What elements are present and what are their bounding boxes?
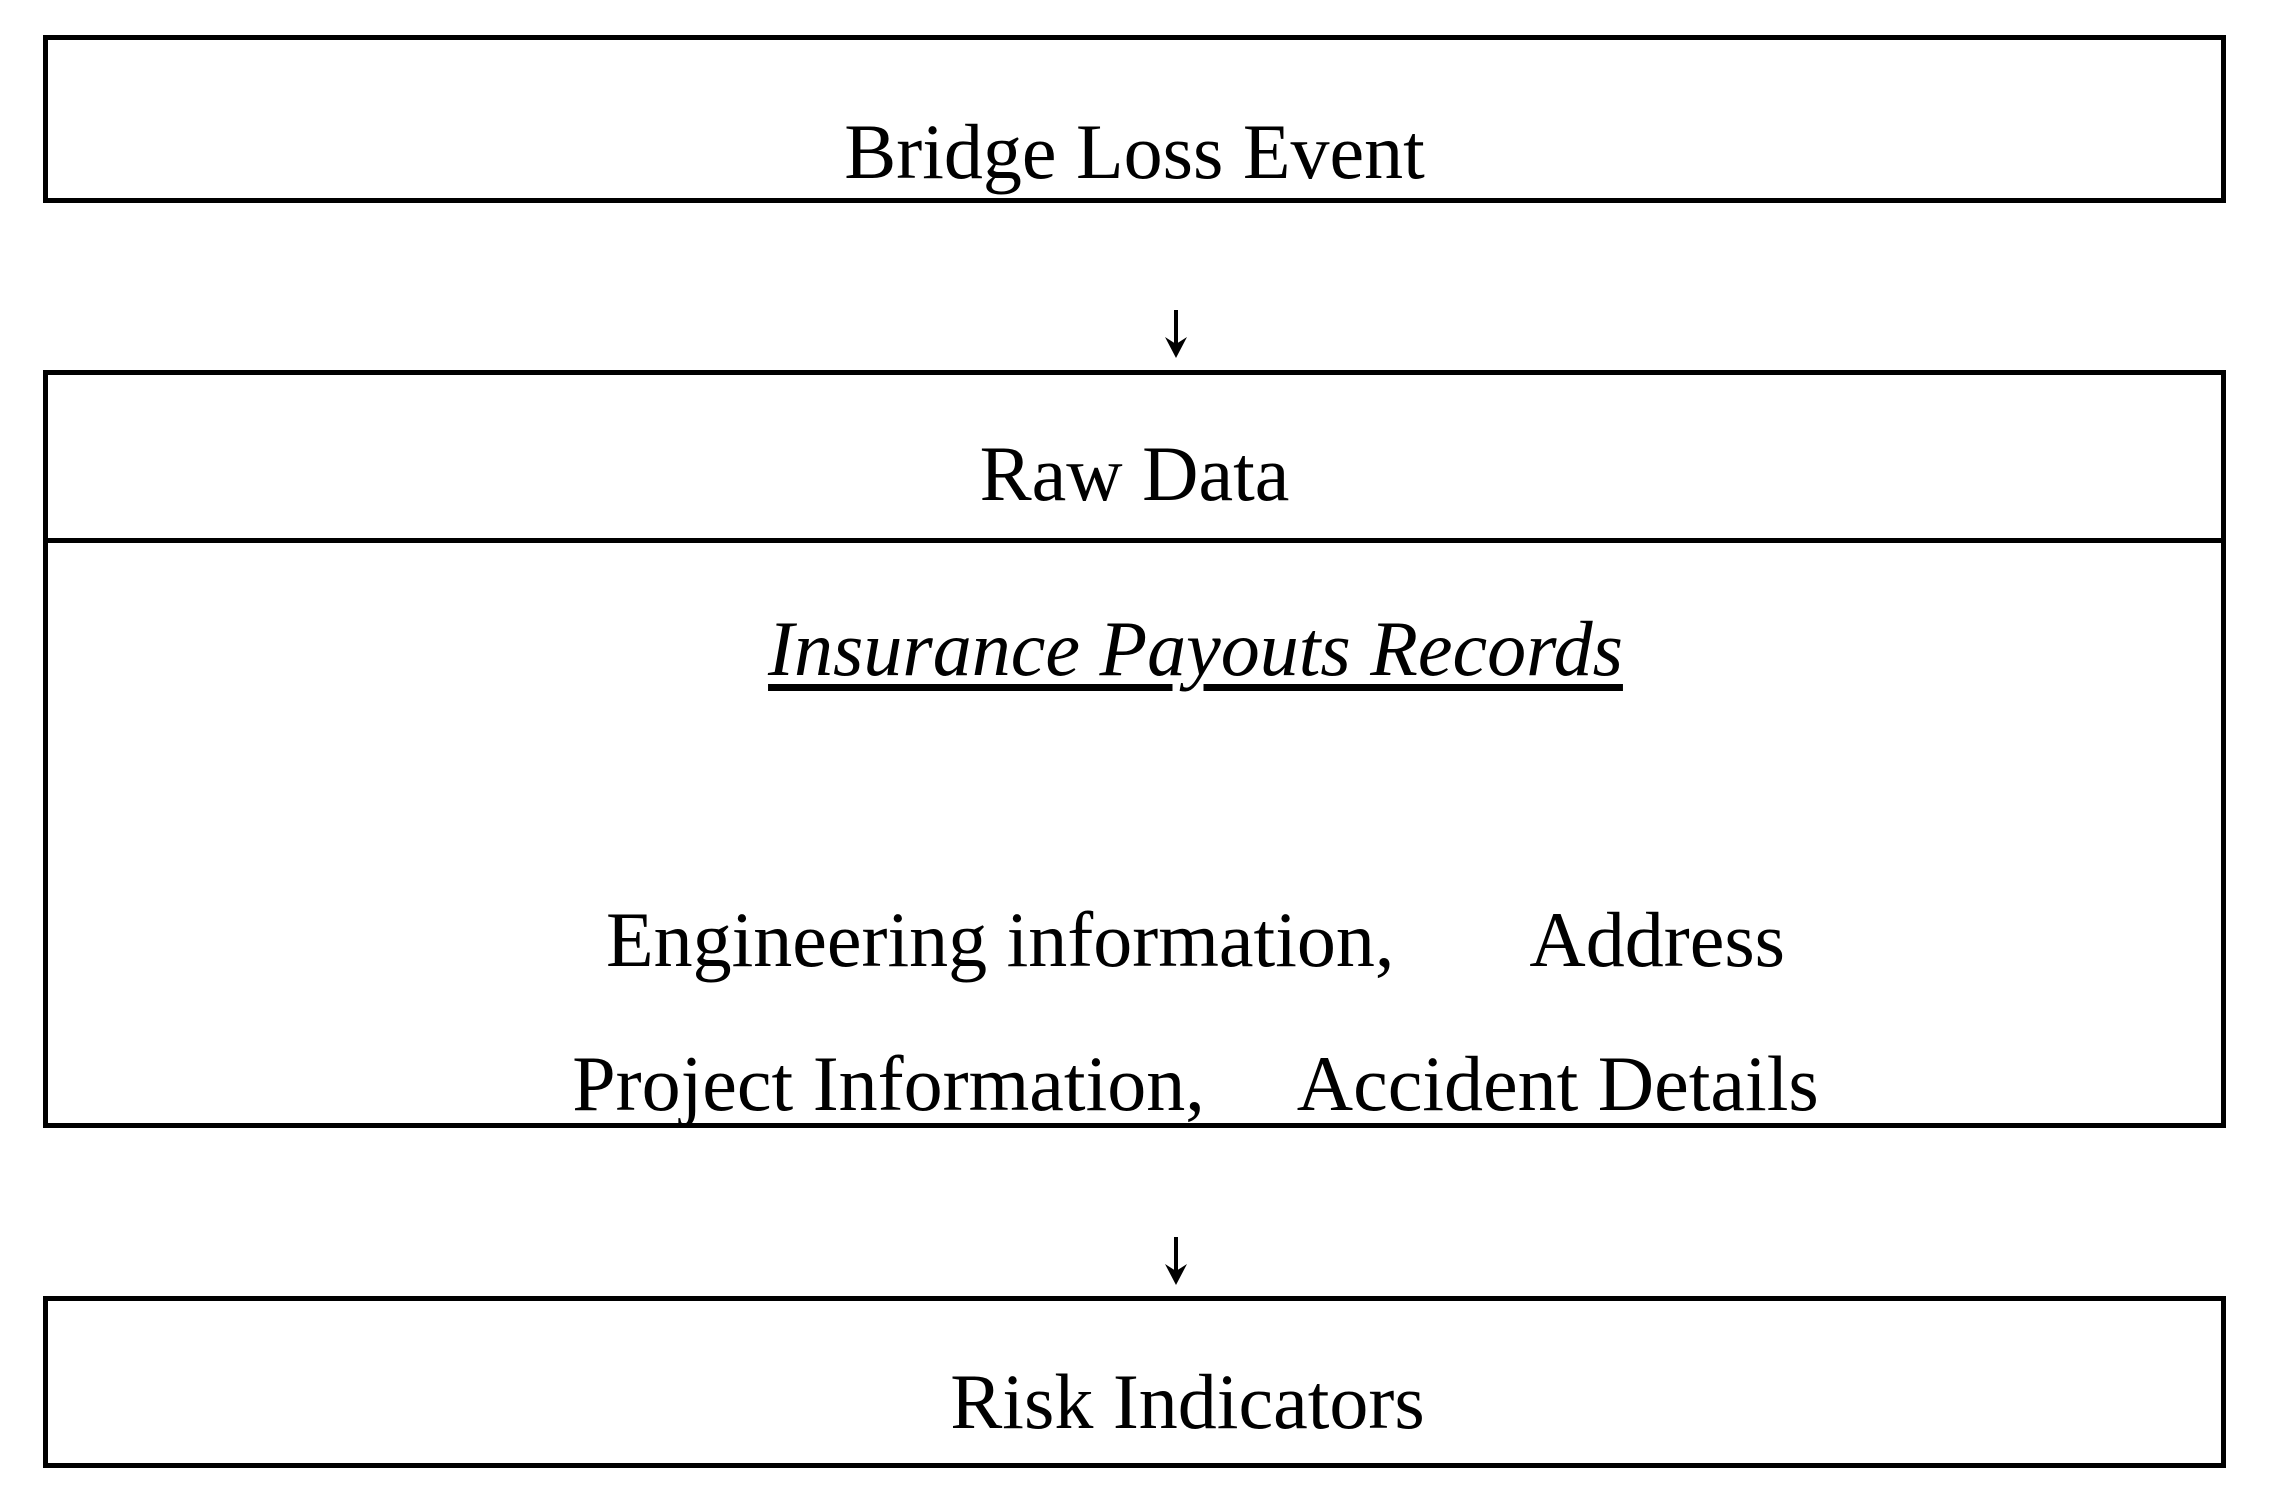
data-row: Project Information, Accident Details xyxy=(48,1041,2221,1127)
data-item-engineering-information: Engineering information, xyxy=(605,896,1395,983)
data-item-project-information: Project Information, xyxy=(572,1040,1205,1127)
data-row: Engineering information, Address xyxy=(48,897,2221,983)
bridge-loss-event-box: Bridge Loss Event xyxy=(43,35,2226,203)
raw-data-title: Raw Data xyxy=(979,430,1290,517)
raw-data-header: Raw Data xyxy=(48,375,2221,543)
insurance-payouts-records-label: Insurance Payouts Records xyxy=(768,605,1623,692)
raw-data-box: Raw Data Insurance Payouts Records Engin… xyxy=(43,370,2226,1128)
risk-indicators-box: Risk Indicators xyxy=(43,1296,2226,1468)
down-arrow-icon xyxy=(1165,310,1187,358)
data-item-accident-details: Accident Details xyxy=(1296,1040,1819,1127)
raw-data-content: Insurance Payouts Records Engineering in… xyxy=(48,543,2221,1127)
risk-indicators-title: Risk Indicators xyxy=(950,1358,1425,1445)
down-arrow-icon xyxy=(1165,1237,1187,1285)
data-item-address: Address xyxy=(1529,896,1786,983)
bridge-loss-event-title: Bridge Loss Event xyxy=(844,108,1425,195)
record-title-line: Insurance Payouts Records xyxy=(48,606,2221,692)
